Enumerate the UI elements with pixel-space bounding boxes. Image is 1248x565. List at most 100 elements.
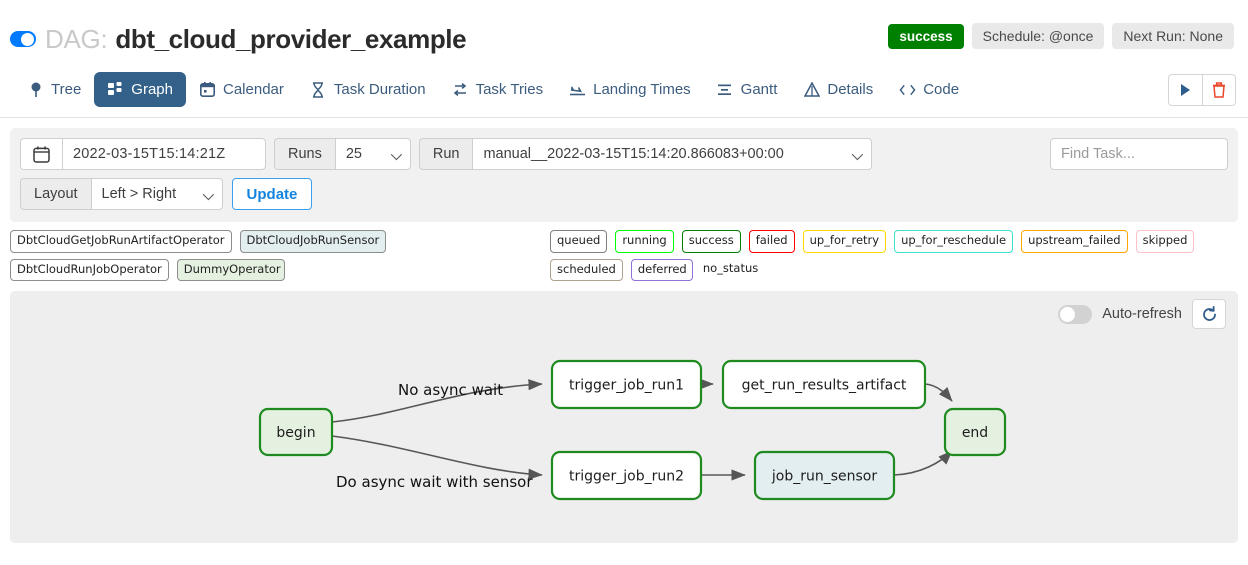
state-legend: queued running success failed up_for_ret… [550,230,1238,281]
dag-prefix-label: DAG: [45,23,108,54]
trigger-dag-button[interactable] [1168,73,1202,106]
edge-label-no-async-wait: No async wait [398,381,503,399]
tab-graph[interactable]: Graph [94,72,186,107]
tab-calendar[interactable]: Calendar [186,72,297,107]
edge-sensor-end [893,450,953,476]
node-begin-label: begin [276,425,315,441]
next-run-badge: Next Run: None [1112,23,1234,49]
search-input[interactable]: Find Task... [1050,138,1228,170]
update-button[interactable]: Update [231,178,313,210]
tab-task-duration[interactable]: Task Duration [297,72,439,107]
view-tabbar: Tree Graph Calendar Task Duration Task T… [0,62,1248,118]
legend-state-up-for-reschedule[interactable]: up_for_reschedule [894,230,1014,253]
auto-refresh-toggle[interactable] [1058,304,1093,324]
graph-nodes: begin trigger_job_run1 get_run_results_a… [258,359,1007,501]
node-get-run-results-artifact-label: get_run_results_artifact [742,378,907,394]
calendar-icon [199,81,216,98]
landing-icon [569,81,586,98]
refresh-button[interactable] [1192,299,1226,329]
calendar-picker-button[interactable] [20,138,62,170]
tab-tree-label: Tree [51,81,82,98]
graph-canvas[interactable]: Auto-refresh begin [10,291,1238,543]
details-icon [803,81,820,98]
tab-task-tries[interactable]: Task Tries [439,72,557,107]
runs-group: Runs 25 [274,138,411,170]
node-get-run-results-artifact[interactable]: get_run_results_artifact [721,359,927,410]
run-label: Run [418,138,473,170]
legend-operator[interactable]: DummyOperator [176,258,285,281]
tab-graph-label: Graph [131,81,173,98]
legend-state-upstream-failed[interactable]: upstream_failed [1021,230,1128,253]
tree-icon [27,81,44,98]
dag-pause-toggle[interactable] [10,31,36,47]
page-title: dbt_cloud_provider_example [115,23,467,54]
legend-bar: DbtCloudGetJobRunArtifactOperator DbtClo… [0,222,1248,287]
graph-icon [107,81,124,98]
header-status-group: success Schedule: @once Next Run: None [888,23,1234,55]
legend-state-deferred[interactable]: deferred [630,258,693,281]
trash-icon [1213,81,1225,98]
filter-row-layout: Layout Left > Right Update [20,178,1228,210]
runs-select[interactable]: 25 [334,138,411,170]
auto-refresh-label: Auto-refresh [1102,306,1182,322]
edge-begin-trigger2 [331,435,543,480]
tab-landing-times[interactable]: Landing Times [556,72,704,107]
run-select[interactable]: manual__2022-03-15T15:14:20.866083+00:00 [472,138,873,170]
tab-gantt-label: Gantt [740,81,778,98]
tab-task-duration-label: Task Duration [333,81,426,98]
node-trigger-job-run1[interactable]: trigger_job_run1 [550,359,703,410]
dag-header: DAG: dbt_cloud_provider_example success … [0,0,1248,62]
graph-edge-labels: No async wait Do async wait with sensor [336,381,533,491]
tab-code[interactable]: Code [886,72,972,107]
legend-operator[interactable]: DbtCloudGetJobRunArtifactOperator [10,230,232,253]
legend-state-up-for-retry[interactable]: up_for_retry [802,230,887,253]
node-begin[interactable]: begin [258,407,334,457]
legend-state-success[interactable]: success [681,230,741,253]
legend-state-skipped[interactable]: skipped [1135,230,1195,253]
calendar-icon [33,145,50,163]
tab-tree[interactable]: Tree [14,72,94,107]
legend-state-running[interactable]: running [615,230,674,253]
node-trigger-job-run2[interactable]: trigger_job_run2 [550,450,703,501]
node-job-run-sensor-label: job_run_sensor [771,469,877,485]
delete-dag-button[interactable] [1202,73,1236,106]
dag-graph: begin trigger_job_run1 get_run_results_a… [258,359,1007,501]
edge-begin-trigger1 [331,379,543,423]
edge-artifact-end [924,383,953,402]
operator-legend: DbtCloudGetJobRunArtifactOperator DbtClo… [10,230,550,281]
layout-label: Layout [20,178,91,210]
tab-landing-times-label: Landing Times [593,81,691,98]
refresh-icon [1202,305,1216,321]
node-end[interactable]: end [943,407,1007,457]
tab-calendar-label: Calendar [223,81,284,98]
legend-operator[interactable]: DbtCloudJobRunSensor [239,230,387,253]
gantt-icon [717,81,734,98]
tab-details-label: Details [827,81,874,98]
legend-state-no-status[interactable]: no_status [702,260,759,275]
node-trigger-job-run2-label: trigger_job_run2 [569,469,684,485]
retry-icon [452,81,469,98]
tab-details[interactable]: Details [790,72,886,107]
play-icon [1181,83,1190,96]
tab-code-label: Code [923,81,960,98]
node-end-label: end [962,425,988,441]
base-date-group: 2022-03-15T15:14:21Z [20,138,266,170]
dag-action-buttons [1168,73,1236,106]
layout-select[interactable]: Left > Right [90,178,223,210]
legend-state-failed[interactable]: failed [748,230,795,253]
node-job-run-sensor[interactable]: job_run_sensor [753,450,896,501]
legend-state-queued[interactable]: queued [550,230,608,253]
filter-row-primary: 2022-03-15T15:14:21Z Runs 25 Run manual_… [20,138,1228,170]
code-icon [899,81,916,98]
base-date-input[interactable]: 2022-03-15T15:14:21Z [62,138,266,170]
node-trigger-job-run1-label: trigger_job_run1 [569,378,684,394]
tab-task-tries-label: Task Tries [475,81,544,98]
status-badge: success [888,23,964,49]
layout-group: Layout Left > Right [20,178,223,210]
legend-operator[interactable]: DbtCloudRunJobOperator [10,258,169,281]
filter-panel: 2022-03-15T15:14:21Z Runs 25 Run manual_… [10,128,1238,222]
legend-state-scheduled[interactable]: scheduled [550,258,623,281]
tab-gantt[interactable]: Gantt [704,72,791,107]
hourglass-icon [310,81,327,98]
schedule-badge[interactable]: Schedule: @once [971,23,1105,49]
